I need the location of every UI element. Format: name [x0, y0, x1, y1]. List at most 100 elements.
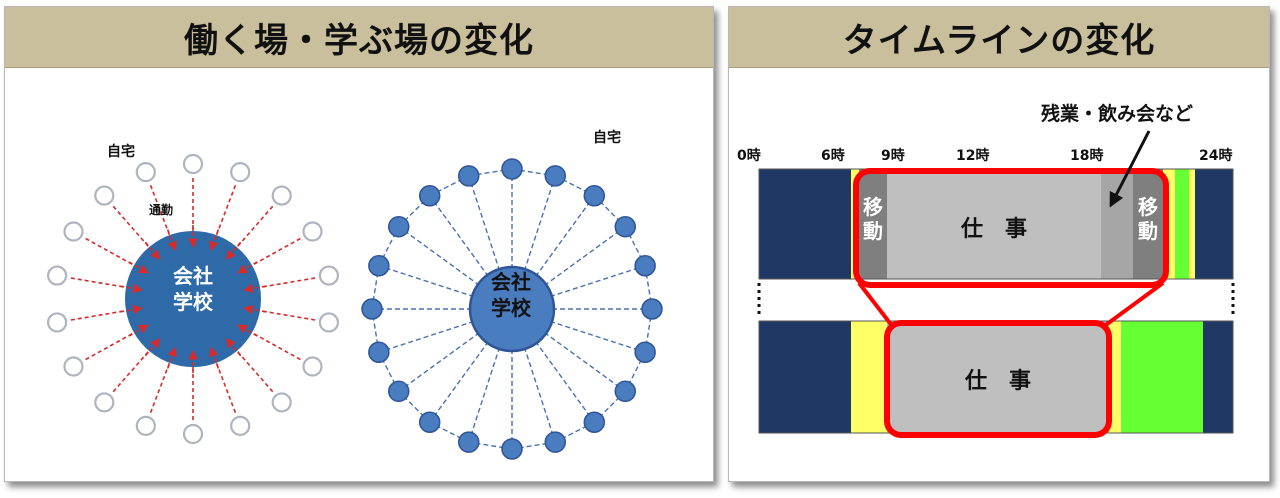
center-label-old-line1: 会社	[173, 264, 213, 288]
top-commute-right-label: 移 動	[1133, 195, 1163, 243]
top-commute-left-line2: 動	[863, 219, 883, 243]
home-node-hollow	[135, 162, 156, 183]
home-node-connected	[368, 341, 390, 364]
right-connector	[1101, 281, 1165, 329]
home-node-connected	[418, 184, 441, 207]
top-overtime	[1101, 169, 1133, 279]
timeline-diagram	[757, 130, 1235, 438]
commute-arrow-inner	[225, 241, 242, 260]
home-node-hollow	[318, 312, 340, 333]
commute-arrow-inner	[209, 229, 220, 252]
spoke-link	[398, 226, 513, 310]
bottom-work	[887, 321, 1109, 433]
home-node-hollow	[94, 185, 115, 206]
home-node-connected	[583, 184, 606, 207]
top-sleep-night	[1195, 169, 1233, 279]
home-node-connected	[501, 438, 523, 460]
spoke-link	[468, 308, 513, 443]
bottom-work-label: 仕 事	[964, 369, 1031, 394]
spoke-link	[378, 265, 513, 310]
timeline-top-bar	[758, 168, 1234, 280]
spoke-link	[511, 195, 595, 310]
right-panel-title: タイムラインの変化	[729, 7, 1269, 68]
left-connector	[857, 281, 895, 329]
home-node-connected	[387, 380, 410, 403]
commute-arrow-inner	[128, 261, 149, 274]
home-node-connected	[418, 411, 441, 434]
home-node-connected	[501, 158, 523, 180]
commute-arrow-inner	[144, 241, 161, 260]
spoke-link	[378, 308, 513, 353]
spoke-link	[511, 226, 626, 310]
home-node-connected	[641, 298, 663, 320]
home-node-hollow	[230, 415, 251, 436]
left-panel: 働く場・学ぶ場の変化 自宅 通勤 自宅 会社 学校 会社 学校	[4, 6, 714, 482]
commute-arrow-inner	[225, 338, 242, 357]
home-node-connected	[583, 411, 606, 434]
home-node-hollow	[135, 415, 156, 436]
top-commute-left-line1: 移	[863, 195, 883, 219]
top-commute-right-line1: 移	[1138, 195, 1158, 219]
bottom-sleep-night	[1203, 321, 1233, 433]
home-node-connected	[544, 165, 567, 187]
home-node-hollow	[271, 392, 292, 413]
commute-arrow-inner	[119, 283, 143, 294]
office-circle-new	[468, 265, 556, 353]
overtime-annotation: 残業・飲み会など	[1041, 103, 1194, 125]
spoke-link	[468, 175, 513, 310]
home-node-connected	[614, 215, 637, 238]
workplace-diagram	[46, 153, 663, 460]
right-panel: タイムラインの変化 残業・飲み会など 0時 6時 9時 12時 18時 24時	[728, 6, 1270, 482]
spoke-link	[511, 308, 556, 443]
home-node-connected	[634, 254, 656, 277]
centralized-model	[46, 153, 340, 445]
commute-label: 通勤	[149, 203, 174, 217]
bottom-sleep-morning	[759, 321, 851, 433]
home-node-hollow	[302, 356, 323, 377]
hour-label-9: 9時	[881, 148, 905, 164]
home-node-connected	[614, 380, 637, 403]
commute-arrow-inner	[166, 229, 177, 252]
top-commute-evening	[1133, 169, 1163, 279]
home-node-connected	[368, 254, 390, 277]
home-node-connected	[457, 165, 480, 187]
home-node-hollow	[182, 153, 204, 175]
bottom-work-highlight	[884, 320, 1112, 438]
home-node-hollow	[94, 392, 115, 413]
spoke-link	[429, 195, 513, 310]
spoke-link	[511, 265, 646, 310]
home-node-connected	[361, 298, 383, 320]
top-commute-morning	[859, 169, 887, 279]
commute-arrow-inner	[119, 304, 143, 315]
home-node-connected	[544, 431, 567, 453]
spoke-link	[398, 308, 513, 392]
hour-label-12: 12時	[956, 148, 990, 164]
spoke-link	[511, 308, 646, 353]
home-node-hollow	[46, 312, 68, 333]
center-label-new: 会社 学校	[483, 269, 539, 321]
commute-arrow-inner	[128, 324, 149, 337]
commute-arrow-inner	[237, 261, 258, 274]
home-node-hollow	[271, 185, 292, 206]
commute-arrow-inner	[144, 338, 161, 357]
top-sleep-morning	[759, 169, 851, 279]
spoke-link	[511, 308, 595, 423]
home-node-hollow	[230, 162, 251, 183]
bottom-prep-morning	[851, 321, 887, 433]
commute-arrow-inner	[209, 346, 220, 369]
center-label-old: 会社 学校	[165, 263, 221, 315]
distributed-model	[361, 158, 663, 460]
home-node-hollow	[63, 221, 84, 242]
top-commute-left-label: 移 動	[859, 195, 887, 243]
annotation-arrow	[1109, 130, 1151, 208]
spoke-link	[429, 308, 513, 423]
top-prep-night	[1189, 169, 1195, 279]
commute-arrow-inner	[237, 324, 258, 337]
office-circle-old	[125, 231, 261, 367]
home-node-hollow	[302, 221, 323, 242]
center-label-old-line2: 学校	[173, 290, 213, 314]
top-work	[887, 169, 1101, 279]
home-label-new: 自宅	[593, 130, 621, 146]
home-node-connected	[634, 341, 656, 364]
home-label-old: 自宅	[107, 144, 135, 160]
